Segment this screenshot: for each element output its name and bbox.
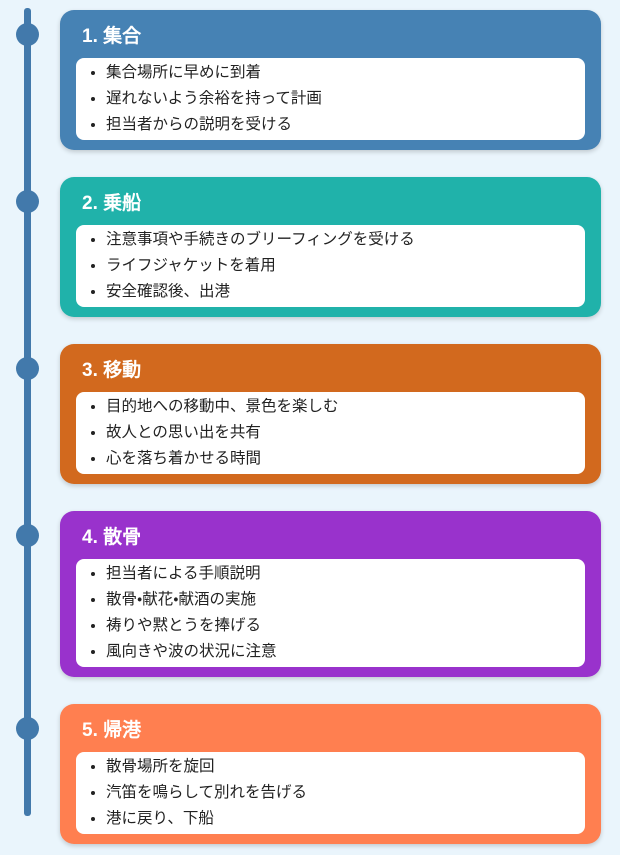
timeline-dot (16, 23, 39, 46)
step-bullet-list: 担当者による手順説明 散骨・献花・献酒の実施 祷りや黙とうを捧げる 風向きや波の… (90, 561, 571, 665)
step-card-1-assembly: 1. 集合 集合場所に早めに到着 遅れないよう余裕を持って計画 担当者からの説明… (16, 10, 601, 150)
bullet-item: 心を落ち着かせる時間 (106, 446, 571, 472)
bullet-item: 注意事項や手続きのブリーフィングを受ける (106, 227, 571, 253)
step-body: 目的地への移動中、景色を楽しむ 故人との思い出を共有 心を落ち着かせる時間 (76, 392, 585, 474)
timeline-dot (16, 717, 39, 740)
bullet-item: 目的地への移動中、景色を楽しむ (106, 394, 571, 420)
step-card-3-transit: 3. 移動 目的地への移動中、景色を楽しむ 故人との思い出を共有 心を落ち着かせ… (16, 344, 601, 484)
bullet-item: 風向きや波の状況に注意 (106, 639, 571, 665)
bullet-item: 散骨・献花・献酒の実施 (106, 587, 571, 613)
step-body: 担当者による手順説明 散骨・献花・献酒の実施 祷りや黙とうを捧げる 風向きや波の… (76, 559, 585, 667)
step-title: 5. 帰港 (82, 720, 142, 741)
bullet-item: 祷りや黙とうを捧げる (106, 613, 571, 639)
step-card-5-return: 5. 帰港 散骨場所を旋回 汽笛を鳴らして別れを告げる 港に戻り、下船 (16, 704, 601, 844)
bullet-item: 港に戻り、下船 (106, 806, 571, 832)
bullet-item: 担当者による手順説明 (106, 561, 571, 587)
bullet-item: 故人との思い出を共有 (106, 420, 571, 446)
step-title: 4. 散骨 (82, 527, 142, 548)
step-body: 注意事項や手続きのブリーフィングを受ける ライフジャケットを着用 安全確認後、出… (76, 225, 585, 307)
bullet-item: 汽笛を鳴らして別れを告げる (106, 780, 571, 806)
bullet-item: 安全確認後、出港 (106, 279, 571, 305)
timeline-line (24, 8, 31, 816)
step-title: 3. 移動 (82, 360, 142, 381)
timeline-dot (16, 357, 39, 380)
step-title: 1. 集合 (82, 26, 142, 47)
bullet-item: 担当者からの説明を受ける (106, 112, 571, 138)
bullet-item: 遅れないよう余裕を持って計画 (106, 86, 571, 112)
timeline-dot (16, 190, 39, 213)
bullet-item: 散骨場所を旋回 (106, 754, 571, 780)
timeline-cards: 1. 集合 集合場所に早めに到着 遅れないよう余裕を持って計画 担当者からの説明… (16, 10, 601, 844)
timeline-dot (16, 524, 39, 547)
step-bullet-list: 目的地への移動中、景色を楽しむ 故人との思い出を共有 心を落ち着かせる時間 (90, 394, 571, 472)
step-card-2-boarding: 2. 乗船 注意事項や手続きのブリーフィングを受ける ライフジャケットを着用 安… (16, 177, 601, 317)
step-body: 集合場所に早めに到着 遅れないよう余裕を持って計画 担当者からの説明を受ける (76, 58, 585, 140)
step-bullet-list: 注意事項や手続きのブリーフィングを受ける ライフジャケットを着用 安全確認後、出… (90, 227, 571, 305)
step-bullet-list: 散骨場所を旋回 汽笛を鳴らして別れを告げる 港に戻り、下船 (90, 754, 571, 832)
step-body: 散骨場所を旋回 汽笛を鳴らして別れを告げる 港に戻り、下船 (76, 752, 585, 834)
step-bullet-list: 集合場所に早めに到着 遅れないよう余裕を持って計画 担当者からの説明を受ける (90, 60, 571, 138)
bullet-item: 集合場所に早めに到着 (106, 60, 571, 86)
bullet-item: ライフジャケットを着用 (106, 253, 571, 279)
step-title: 2. 乗船 (82, 193, 142, 214)
step-card-4-scattering: 4. 散骨 担当者による手順説明 散骨・献花・献酒の実施 祷りや黙とうを捧げる … (16, 511, 601, 677)
